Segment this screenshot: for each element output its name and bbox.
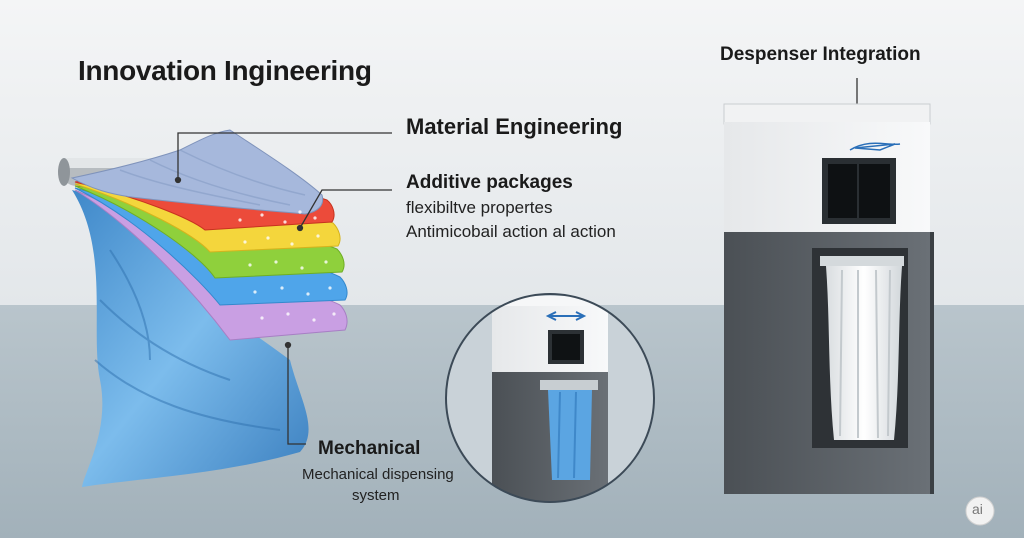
ai-badge: ai [972, 501, 983, 517]
material-layers-illustration [58, 129, 348, 487]
blue-bag [72, 190, 309, 487]
dispenser-top-lid [723, 103, 931, 125]
material-engineering-heading: Material Engineering [406, 114, 623, 139]
tall-dispenser [723, 103, 934, 494]
layer-top [70, 129, 324, 215]
mechanical-detail-1: Mechanical dispensing [302, 466, 454, 483]
mechanical-detail-2: system [352, 487, 400, 504]
dispenser-integration-heading: Despenser Integration [720, 44, 921, 65]
additive-packages-heading: Additive packages [406, 172, 573, 193]
ai-badge-bg [965, 496, 995, 526]
white-bag [826, 266, 902, 440]
main-title: Innovation Ingineering [78, 55, 372, 86]
mechanical-heading: Mechanical [318, 438, 421, 459]
additive-detail-1: flexibiltve propertes [406, 198, 553, 217]
dispenser-closeup [445, 293, 655, 503]
additive-detail-2: Antimicobail action al action [406, 222, 616, 241]
